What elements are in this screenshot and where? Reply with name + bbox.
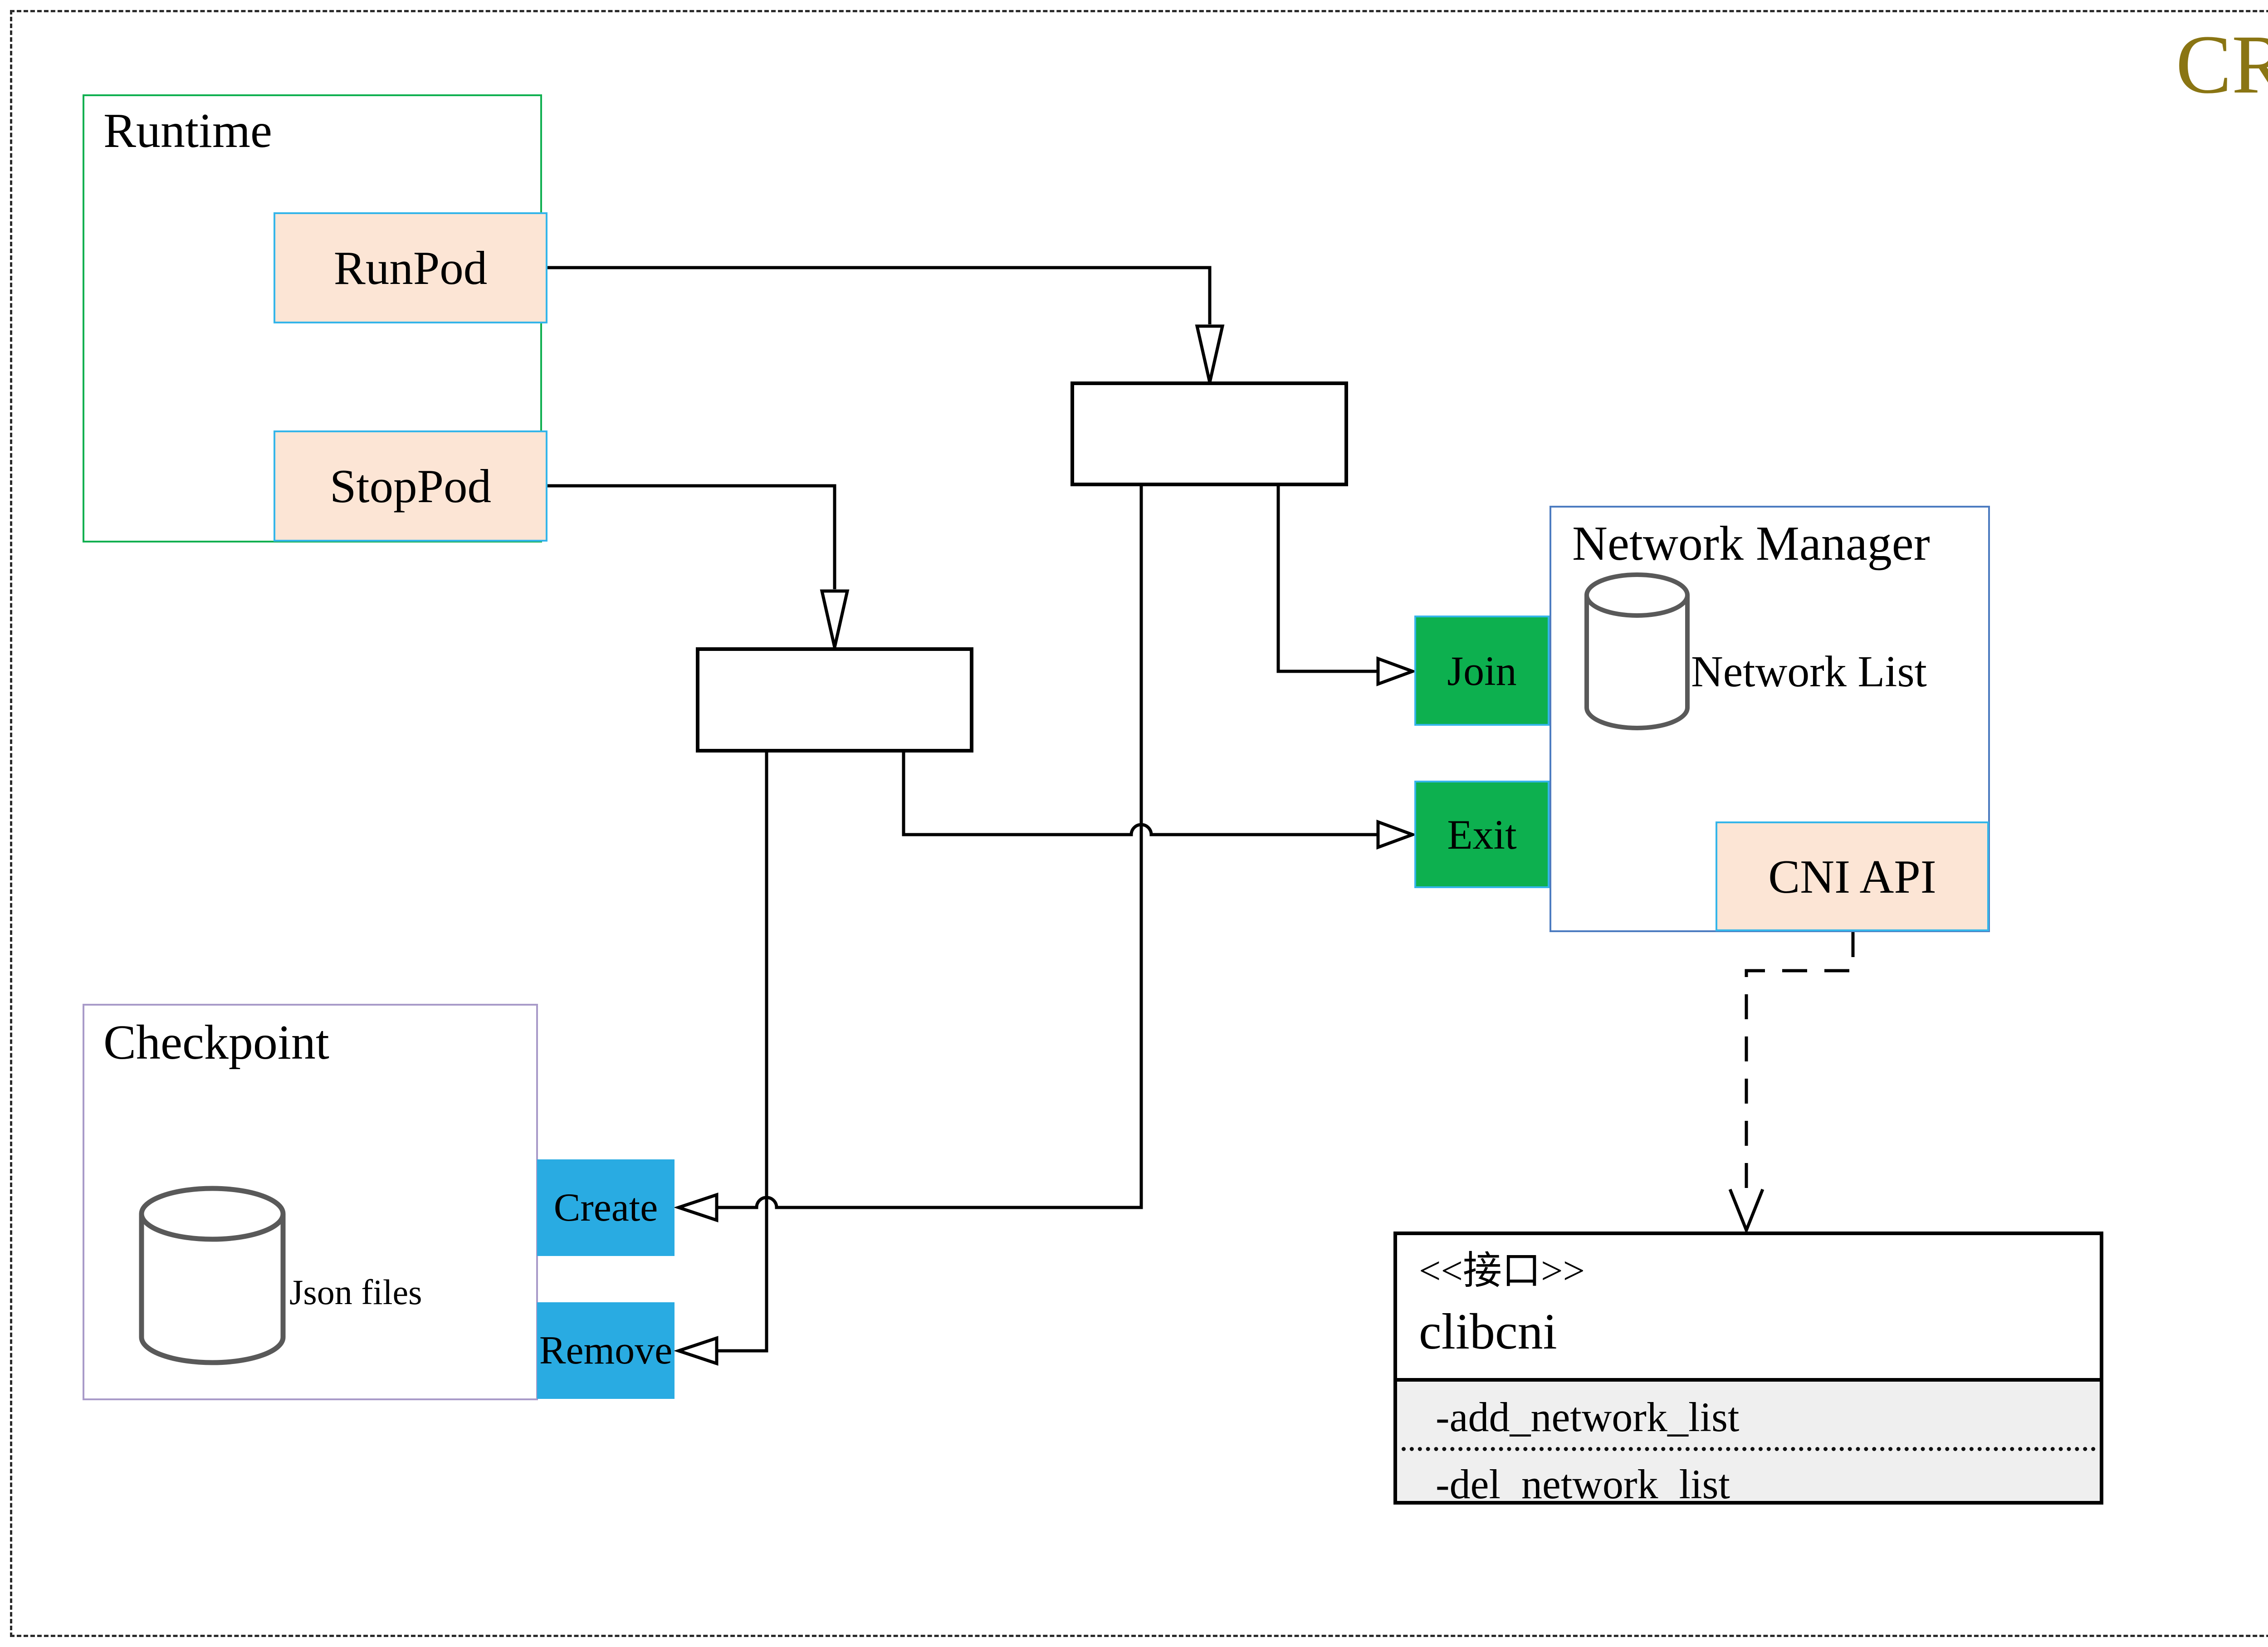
clibcni-method-add-network-list: -add_network_list [1436,1394,1740,1440]
runtime-label: Runtime [103,104,272,158]
create-label: Create [553,1186,658,1230]
network-manager-label: Network Manager [1572,517,1930,571]
clibcni-name: clibcni [1419,1304,1557,1360]
remove-label: Remove [539,1329,673,1373]
join-node: Join [1414,616,1549,726]
clibcni-method-del-network-list: -del_network_list [1436,1461,1730,1507]
network-list-label: Network List [1691,647,1927,696]
exit-node: Exit [1414,781,1549,888]
join-label: Join [1447,647,1517,694]
remove-node: Remove [537,1302,675,1399]
clibcni-method-divider [1402,1447,2096,1451]
runpod-label: RunPod [333,241,488,294]
checkpoint-label: Checkpoint [103,1016,329,1070]
json-files-label: Json files [289,1272,422,1312]
clibcni-section-divider [1393,1378,2103,1382]
clibcni-stereotype: <<接口>> [1419,1249,1585,1292]
stoppod-label: StopPod [330,459,491,513]
create-node: Create [537,1159,675,1256]
cni-api-node: CNI API [1716,821,1989,931]
exit-label: Exit [1447,811,1517,858]
runpod-node: RunPod [274,212,547,323]
clibcni-attributes-section [1397,1381,2100,1501]
cni-api-label: CNI API [1768,850,1936,903]
page-title: CRI [2175,18,2268,111]
page-dashed-border [10,10,2268,1637]
stoppod-node: StopPod [274,430,547,542]
